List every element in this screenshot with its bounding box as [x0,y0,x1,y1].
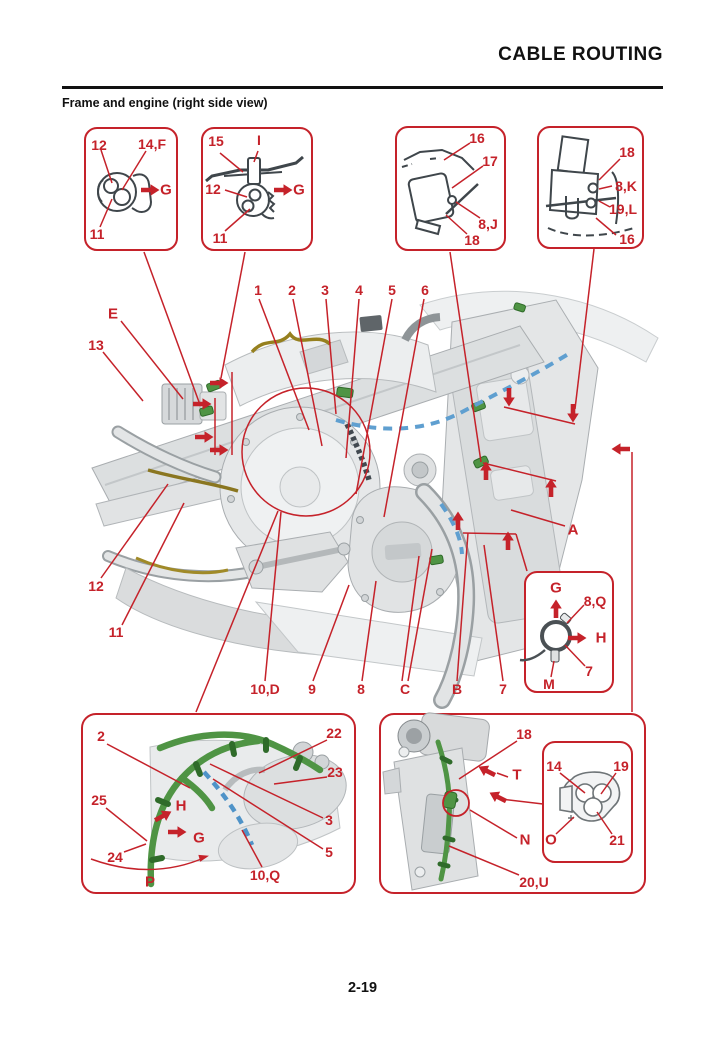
wire-harness-olive [135,331,332,575]
label-22: 22 [326,725,342,741]
label-16: 16 [469,130,485,146]
cable-blue-dashed [335,351,572,555]
label-dir-g: G [160,181,172,199]
label-14f: 14,F [137,136,167,152]
label-23: 23 [327,764,343,780]
label-18: 18 [619,144,635,160]
label-p: P [144,873,156,891]
label-9: 9 [308,681,316,697]
engine-illustration [91,290,659,709]
red-callout-lines [100,248,633,713]
label-7: 7 [499,681,507,697]
header-rule [62,86,663,89]
detail-box-1 [84,127,178,251]
label-15: 15 [208,133,224,149]
detail-box-2 [201,127,313,251]
label-14: 14 [546,758,562,774]
label-2: 2 [97,728,105,744]
detail-box-3 [395,126,506,251]
label-a: A [567,521,579,539]
label-16: 16 [619,231,635,247]
label-24: 24 [107,849,123,865]
label-dir-g: G [550,579,562,597]
label-8: 8 [357,681,365,697]
label-18: 18 [464,232,480,248]
label-1: 1 [254,282,262,298]
label-3: 3 [321,282,329,298]
label-13: 13 [88,337,104,353]
label-o: O [545,831,557,849]
label-19: 19 [613,758,629,774]
detail-box-connector [542,741,633,863]
label-21: 21 [609,832,625,848]
label-11: 11 [89,226,105,242]
label-b: B [451,681,463,697]
detail-box-bottom-right [379,712,646,894]
section-subtitle: Frame and engine (right side view) [62,96,268,110]
label-c: C [399,681,411,697]
label-7: 7 [585,663,593,679]
label-10d: 10,D [250,681,280,697]
label-10q: 10,Q [249,867,281,883]
label-20u: 20,U [519,874,549,890]
label-dir-g: G [293,181,305,199]
label-4: 4 [355,282,363,298]
label-8k: 8,K [615,178,637,194]
label-12: 12 [88,578,104,594]
detail-box-4 [537,126,644,249]
label-dir-g: G [193,829,205,847]
label-dir-h: H [175,797,187,815]
label-17: 17 [482,153,498,169]
detail-box-bottom-left [81,713,356,894]
page-number: 2-19 [347,980,378,996]
label-e: E [107,305,119,323]
label-6: 6 [421,282,429,298]
label-5: 5 [388,282,396,298]
label-8j: 8,J [478,216,498,232]
label-m: M [543,676,555,692]
page-title: CABLE ROUTING [498,44,663,65]
label-12: 12 [205,181,221,197]
label-2: 2 [288,282,296,298]
label-3: 3 [325,812,333,828]
label-18: 18 [516,726,532,742]
label-11: 11 [108,624,124,640]
label-12: 12 [91,137,107,153]
label-19l: 19,L [608,201,638,217]
label-11: 11 [212,230,228,246]
label-n: N [519,831,531,849]
label-8q: 8,Q [583,593,607,609]
label-25: 25 [91,792,107,808]
label-dir-h: H [595,629,607,647]
label-i: I [257,132,261,148]
label-t: T [512,766,522,784]
label-5: 5 [325,844,333,860]
detail-box-gh [519,571,614,693]
